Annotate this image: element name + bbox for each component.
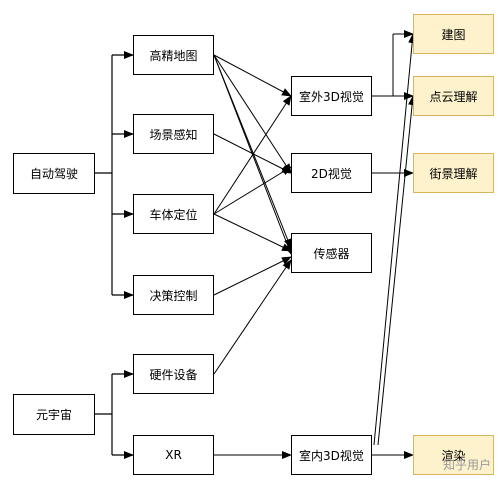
- node-mapping: 建图: [413, 14, 494, 54]
- node-label: 传感器: [313, 246, 350, 261]
- node-street-view: 街景理解: [413, 153, 494, 193]
- node-label: XR: [165, 448, 182, 462]
- node-label: 场景感知: [149, 127, 198, 142]
- node-label: 决策控制: [149, 288, 198, 303]
- node-label: 室外3D视觉: [299, 89, 364, 104]
- node-decision-control: 决策控制: [133, 275, 214, 315]
- application-connectors: [372, 30, 417, 459]
- metaverse-branch: [95, 370, 134, 459]
- node-point-cloud: 点云理解: [413, 76, 494, 116]
- node-label: 点云理解: [429, 89, 478, 104]
- node-label: 自动驾驶: [29, 167, 78, 181]
- node-label: 车体定位: [149, 207, 198, 222]
- node-vehicle-localization: 车体定位: [133, 194, 214, 234]
- technique-connectors: [213, 54, 292, 459]
- node-label: 高精地图: [149, 48, 198, 63]
- node-rendering: 渲染: [413, 435, 494, 475]
- node-label: 室内3D视觉: [299, 448, 364, 463]
- watermark: 知乎用户: [442, 458, 491, 472]
- node-label: 街景理解: [429, 166, 478, 181]
- autonomous-driving-branch: [95, 51, 134, 299]
- node-hd-map: 高精地图: [133, 35, 214, 75]
- node-label: 建图: [441, 27, 466, 42]
- node-label: 2D视觉: [311, 166, 352, 181]
- node-2d-vision: 2D视觉: [291, 153, 372, 193]
- node-sensor: 传感器: [291, 233, 372, 273]
- node-label: 元宇宙: [35, 408, 72, 422]
- node-label: 渲染: [441, 448, 466, 463]
- node-indoor-3d-vision: 室内3D视觉: [291, 435, 372, 475]
- node-outdoor-3d-vision: 室外3D视觉: [291, 76, 372, 116]
- node-scene-perception: 场景感知: [133, 114, 214, 154]
- node-autonomous-driving: 自动驾驶: [13, 153, 95, 194]
- node-hardware: 硬件设备: [133, 354, 214, 394]
- node-metaverse: 元宇宙: [13, 394, 95, 435]
- node-label: 硬件设备: [149, 367, 198, 382]
- node-xr: XR: [133, 435, 214, 475]
